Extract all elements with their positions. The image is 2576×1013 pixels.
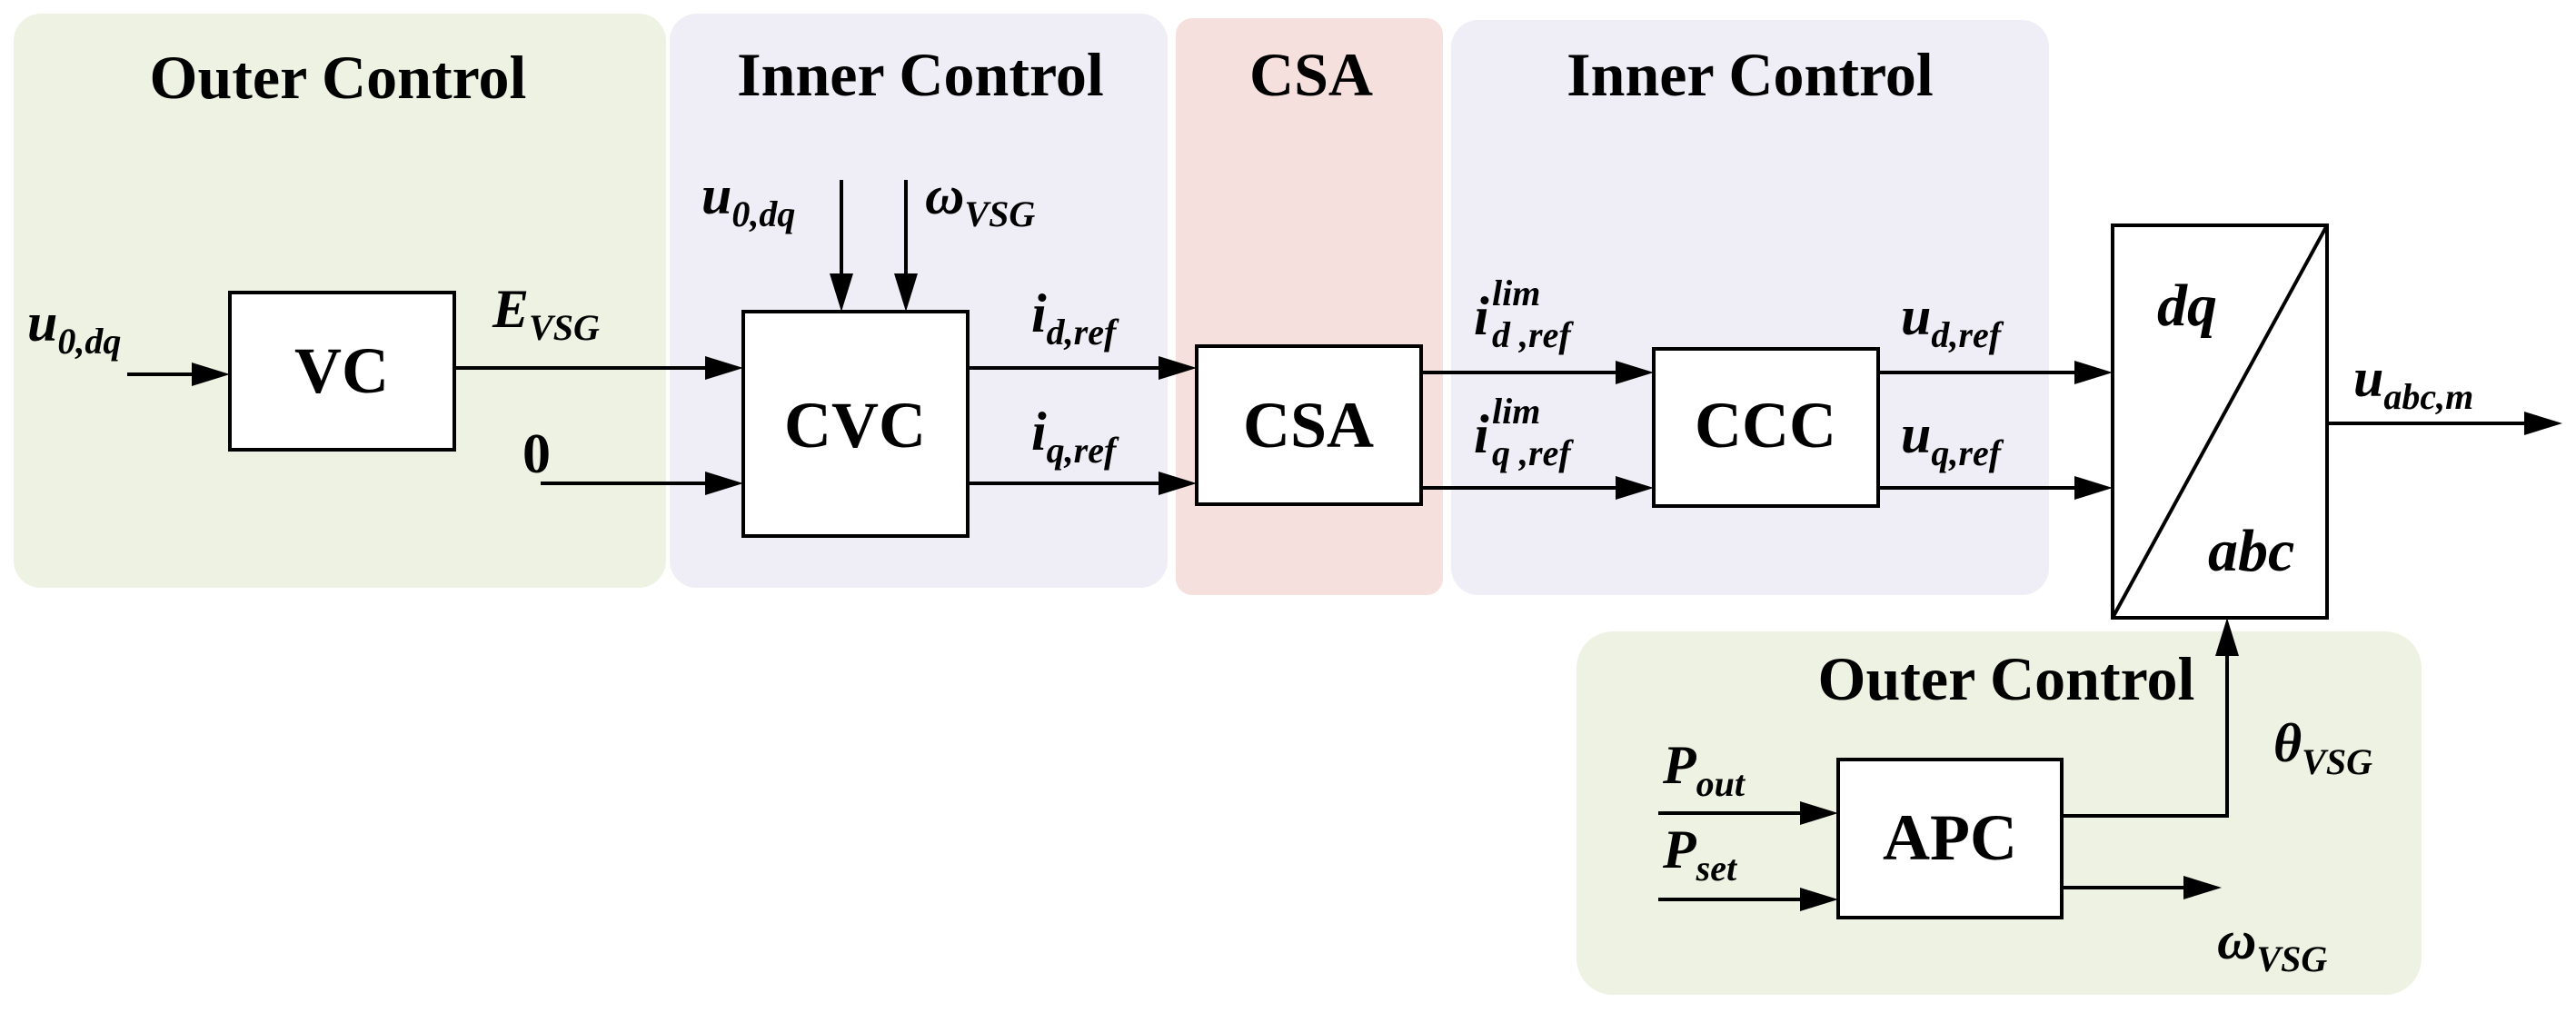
apc-block-label: APC	[1883, 801, 2017, 874]
apc-block	[1836, 758, 2064, 919]
arrow-idlim	[1616, 361, 1654, 384]
wire-theta	[2062, 650, 2229, 818]
arrow-zero	[705, 472, 743, 495]
outer-control-left-title: Outer Control	[150, 43, 527, 112]
arrow-omega-out	[2183, 876, 2222, 899]
cvc-block	[741, 310, 970, 538]
inner-control-right-region	[1451, 20, 2049, 595]
label-idref: id,ref	[1031, 283, 1119, 353]
label-iqlim: i	[1474, 404, 1489, 464]
outer-control-bottom-title: Outer Control	[1818, 644, 2195, 713]
arrow-pset	[1800, 888, 1838, 911]
arrow-evsg	[705, 356, 743, 380]
inner-control-left-title: Inner Control	[737, 40, 1104, 109]
csa-region-title: CSA	[1249, 40, 1373, 109]
label-iqlim-sup: lim	[1492, 391, 1540, 432]
label-theta: θVSG	[2273, 713, 2372, 782]
label-iqref: iq,ref	[1031, 402, 1119, 471]
arrow-u0dq-top	[830, 273, 853, 312]
label-pset: Pset	[1662, 819, 1738, 889]
ccc-block	[1652, 347, 1880, 508]
label-uabcm: uabc,m	[2353, 348, 2473, 417]
arrow-uqref	[2074, 476, 2113, 500]
label-pout: Pout	[1662, 735, 1746, 804]
cvc-block-label: CVC	[784, 389, 926, 462]
arrow-iqlim	[1616, 476, 1654, 500]
arrow-idref	[1159, 356, 1197, 380]
transform-abc-label: abc	[2208, 518, 2294, 584]
label-u0dq-top: u0,dq	[701, 165, 795, 234]
inner-control-right-title: Inner Control	[1566, 40, 1934, 109]
transform-dq-label: dq	[2157, 273, 2217, 339]
arrow-udref	[2074, 361, 2113, 384]
arrow-theta	[2215, 618, 2239, 656]
arrow-omega-top	[894, 273, 918, 312]
label-zero: 0	[522, 423, 551, 485]
csa-block-label: CSA	[1243, 389, 1374, 462]
ccc-block-label: CCC	[1695, 389, 1836, 462]
transform-diagonal	[2111, 224, 2329, 619]
arrow-pout	[1800, 801, 1838, 825]
label-omega-out: ωVSG	[2217, 910, 2327, 979]
arrow-uabcm	[2524, 412, 2562, 435]
label-evsg: EVSG	[492, 279, 600, 348]
arrow-iqref	[1159, 472, 1197, 495]
label-uqref: uq,ref	[1901, 404, 2004, 473]
label-idlim: i	[1474, 286, 1489, 346]
label-u0dq-input: u0,dq	[27, 293, 121, 362]
label-iqlim-sub: q ,ref	[1492, 432, 1574, 473]
label-omega-top: ωVSG	[925, 165, 1035, 234]
arrow-u0dq-to-vc	[192, 362, 230, 386]
label-udref: ud,ref	[1901, 286, 2004, 355]
csa-block	[1195, 344, 1423, 506]
vc-block-label: VC	[294, 334, 389, 407]
label-idlim-sup: lim	[1492, 273, 1540, 313]
vc-block	[228, 291, 456, 452]
label-idlim-sub: d ,ref	[1492, 314, 1574, 355]
